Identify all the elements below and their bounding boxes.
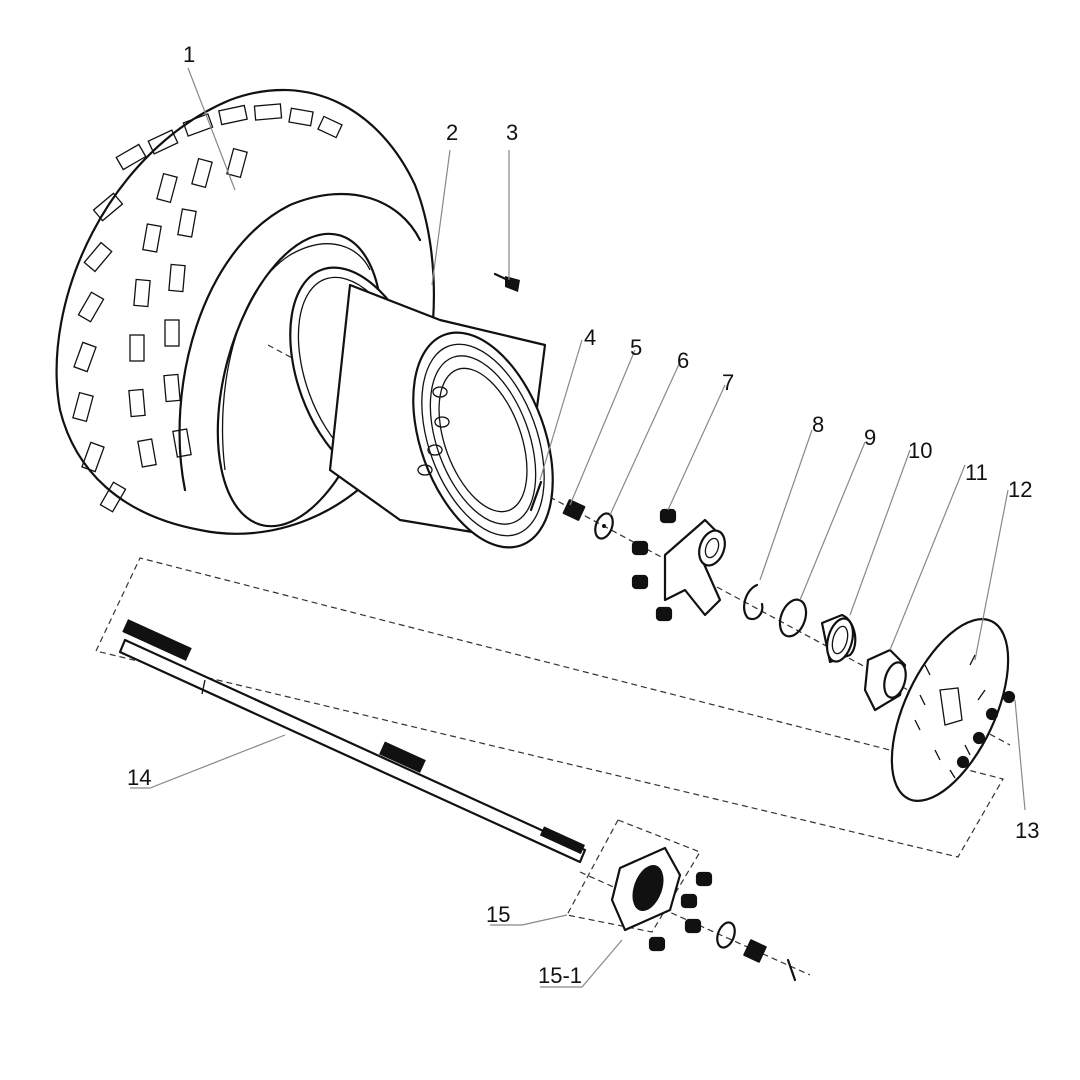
callout-3: 3 (506, 120, 518, 145)
callout-4: 4 (584, 325, 596, 350)
callout-6: 6 (677, 348, 689, 373)
washer (594, 512, 614, 540)
callout-2: 2 (446, 120, 458, 145)
callout-13: 13 (1015, 818, 1039, 843)
callout-15-1: 15-1 (538, 963, 582, 988)
callout-12: 12 (1008, 477, 1032, 502)
disc-bolts (956, 690, 1016, 769)
tire (55, 88, 436, 535)
cotter-pin (529, 480, 543, 512)
rear-axle (118, 619, 587, 864)
callout-10: 10 (908, 438, 932, 463)
oil-seal (778, 598, 808, 638)
assembly-outline (95, 557, 1004, 858)
hub-assembly (610, 846, 797, 982)
castle-nut (562, 499, 586, 521)
callout-11: 11 (965, 460, 988, 485)
brake-disc-hub (863, 648, 907, 712)
callout-14: 14 (127, 765, 151, 790)
bearing (820, 613, 857, 664)
callout-8: 8 (812, 412, 824, 437)
callout-1: 1 (183, 42, 195, 67)
wheel-hub-flange (663, 518, 726, 617)
wheel-rim (289, 266, 554, 549)
callout-5: 5 (630, 335, 642, 360)
valve-stem (493, 272, 520, 292)
callout-15: 15 (486, 902, 510, 927)
hub-group-outline (566, 819, 701, 933)
leader-lines (130, 67, 1026, 988)
wheel-nuts (631, 508, 677, 622)
callout-9: 9 (864, 425, 876, 450)
circlip (743, 583, 764, 621)
callout-7: 7 (722, 370, 734, 395)
brake-disc (890, 618, 1010, 802)
